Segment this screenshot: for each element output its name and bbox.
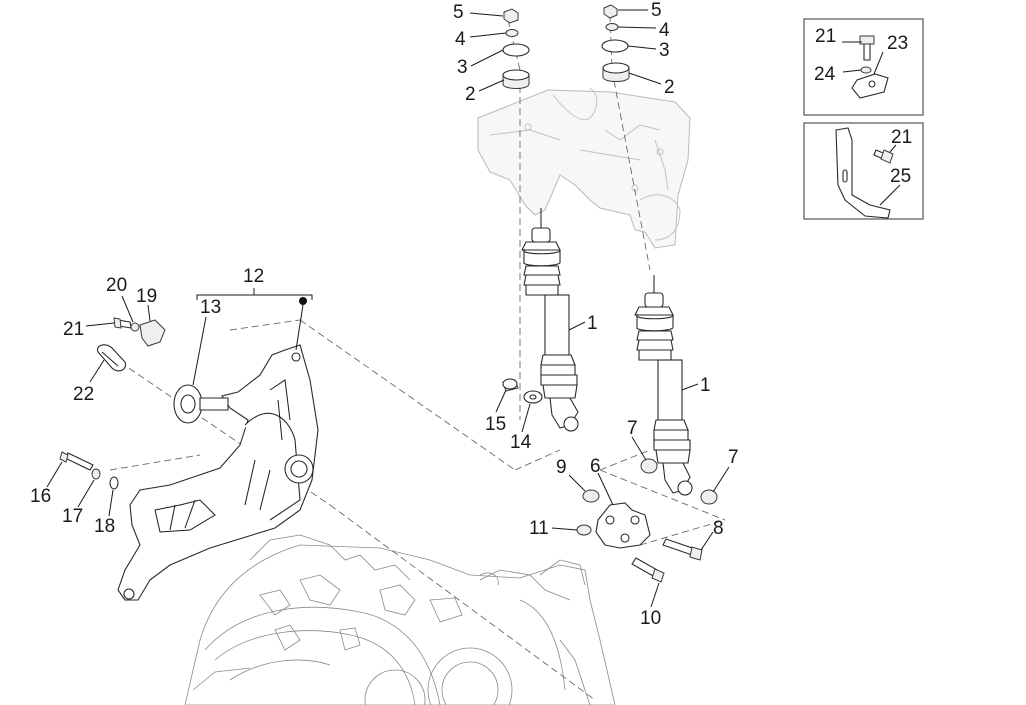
inset-box-top xyxy=(803,18,924,116)
callout-7: 7 xyxy=(627,418,638,439)
swing-arm xyxy=(117,344,319,601)
nut-5-left xyxy=(503,8,519,24)
washer-20 xyxy=(130,322,140,332)
frame-body xyxy=(477,87,691,249)
callout-5: 5 xyxy=(453,2,464,23)
callout-15: 15 xyxy=(485,414,506,435)
inset-box-bottom xyxy=(803,122,924,220)
washer-24 xyxy=(860,66,872,74)
sensor-19 xyxy=(139,319,166,347)
callout-19: 19 xyxy=(136,286,157,307)
callout-18: 18 xyxy=(94,516,115,537)
callout-2: 2 xyxy=(664,77,675,98)
bracket-6 xyxy=(595,502,651,549)
callout-10: 10 xyxy=(640,608,661,629)
group-bracket-12 xyxy=(196,288,313,351)
callout-11: 11 xyxy=(529,518,549,539)
callout-22: 22 xyxy=(73,384,94,405)
washer-17 xyxy=(91,468,101,480)
washer-4-left xyxy=(505,29,519,37)
callout-2: 2 xyxy=(465,84,476,105)
callout-21: 21 xyxy=(891,127,912,148)
callout-12: 12 xyxy=(243,266,264,287)
callout-labels: 5 4 3 2 5 4 3 2 1 1 15 14 7 7 9 6 11 8 1… xyxy=(30,0,912,629)
callout-1: 1 xyxy=(587,313,598,334)
leader-lines xyxy=(46,9,730,608)
washer-4-right xyxy=(605,23,619,31)
nut-5-right xyxy=(603,4,618,19)
callout-1: 1 xyxy=(700,375,711,396)
washer-3-right xyxy=(601,39,629,53)
callout-4: 4 xyxy=(659,20,670,41)
callout-5: 5 xyxy=(651,0,662,21)
washer-3-left xyxy=(502,43,530,57)
clamp-22 xyxy=(96,344,127,372)
mount-stack-right xyxy=(601,4,630,82)
callout-20: 20 xyxy=(106,275,127,296)
sensor-group xyxy=(96,317,166,372)
callout-4: 4 xyxy=(455,29,466,50)
callout-3: 3 xyxy=(457,57,468,78)
callout-9: 9 xyxy=(556,457,567,478)
callout-16: 16 xyxy=(30,486,51,507)
callout-8: 8 xyxy=(713,518,724,539)
callout-6: 6 xyxy=(590,456,601,477)
callout-21: 21 xyxy=(63,319,84,340)
callout-21: 21 xyxy=(815,26,836,47)
callout-7: 7 xyxy=(728,447,739,468)
bracket-25 xyxy=(835,127,891,219)
mount-stack-left xyxy=(502,8,530,89)
washer-18 xyxy=(109,476,119,490)
callout-3: 3 xyxy=(659,40,670,61)
engine-unit xyxy=(184,534,616,705)
bolt-16 xyxy=(64,452,94,471)
shock-absorber-right xyxy=(634,275,693,496)
callout-14: 14 xyxy=(510,432,532,453)
bolt-8 xyxy=(662,538,696,556)
callout-25: 25 xyxy=(890,166,911,187)
shock-absorber-left xyxy=(521,208,579,432)
callout-13: 13 xyxy=(200,297,221,318)
bushing-7-right xyxy=(700,489,718,505)
nut-11 xyxy=(576,524,592,536)
callout-23: 23 xyxy=(887,33,908,54)
callout-17: 17 xyxy=(62,506,83,527)
shock-hardware xyxy=(502,378,718,583)
callout-24: 24 xyxy=(814,64,836,85)
nut-9 xyxy=(582,489,600,503)
bearing-13 xyxy=(173,384,229,424)
bushing-7-left xyxy=(640,458,658,474)
pivot-hardware xyxy=(59,451,119,490)
